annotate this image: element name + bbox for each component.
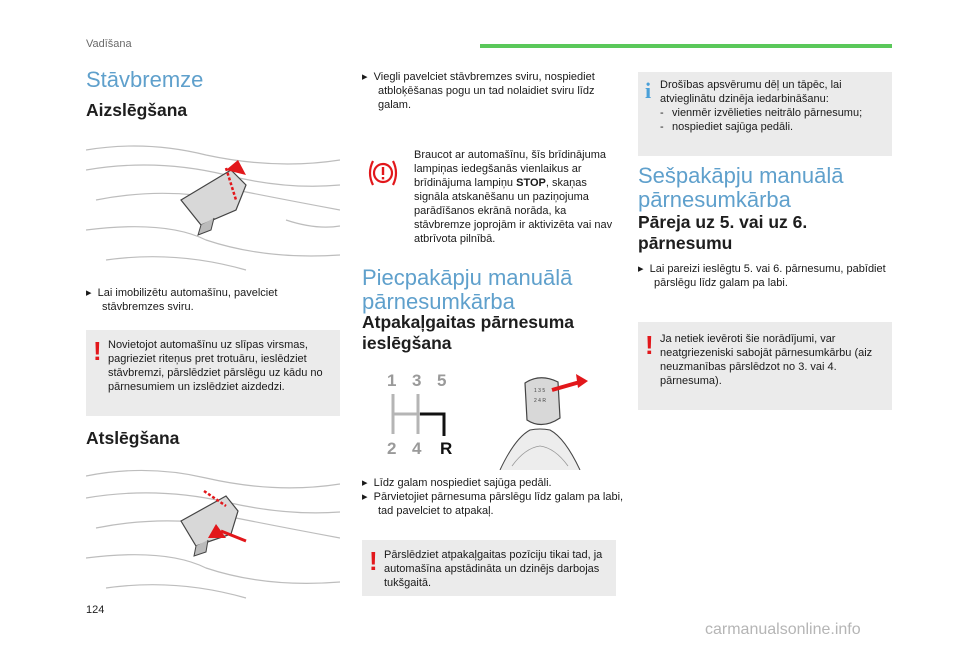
section-header: Vadīšana [86, 38, 132, 50]
watermark: carmanualsonline.info [705, 621, 861, 638]
gear-pattern-diagram: 1 3 5 2 4 R [387, 371, 452, 458]
bullet-clutch: ▸ Līdz galam nospiediet sajūga pedāli. [362, 477, 552, 489]
header-bar [480, 44, 892, 48]
gear-label: 1 [387, 371, 396, 390]
svg-text:1 3 5: 1 3 5 [534, 388, 545, 394]
info-item-text: nospiediet sajūga pedāli. [672, 121, 794, 133]
svg-text:2 4 R: 2 4 R [534, 398, 546, 404]
parking-brake-alert-text: Braucot ar automašīnu, šīs brīdinājuma l… [414, 148, 614, 246]
subtitle-release: Atslēgšana [86, 428, 180, 448]
warning-box-slope: ! Novietojot automašīnu uz slīpas virsma… [86, 330, 340, 416]
parking-brake-release-illustration [86, 469, 340, 599]
info-item-text: vienmēr izvēlieties neitrālo pārnesumu; [672, 107, 863, 119]
title-six-speed: Sešpakāpju manuālā pārnesumkārba [638, 163, 844, 212]
alert-text-pre: Braucot ar automašīnu, šīs brīdinājuma l… [414, 149, 606, 189]
gear-lever-illustration: 1 3 5 2 4 R [499, 374, 588, 470]
warning-icon: ! [93, 336, 102, 366]
warning-icon: ! [369, 546, 378, 576]
gear-label: 3 [412, 371, 421, 390]
title-parking-brake: Stāvbremze [86, 67, 204, 92]
bullet-fifth-sixth: ▸ Lai pareizi ieslēgtu 5. vai 6. pārnesu… [638, 263, 886, 289]
warning-slope-text: Novietojot automašīnu uz slīpas virsmas,… [108, 339, 323, 393]
alert-text-stop: STOP [516, 177, 546, 189]
bullet-clutch-text: Līdz galam nospiediet sajūga pedāli. [373, 477, 552, 489]
bullet-engage: ▸ Lai imobilizētu automašīnu, pavelciet … [86, 287, 278, 313]
warning-icon: ! [645, 330, 654, 360]
info-box-safety: i Drošības apsvērumu dēļ un tāpēc, lai a… [638, 72, 892, 156]
parking-brake-engage-illustration [86, 145, 340, 271]
gear-label-reverse: R [440, 439, 452, 458]
info-item: -nospiediet sajūga pedāli. [660, 121, 794, 133]
bullet-shift: ▸ Pārvietojiet pārnesuma pārslēgu līdz g… [362, 491, 624, 517]
bullet-fifth-sixth-text: Lai pareizi ieslēgtu 5. vai 6. pārnesumu… [649, 263, 886, 289]
gear-label: 4 [412, 439, 422, 458]
warning-reverse-text: Pārslēdziet atpakaļgaitas pozīciju tikai… [384, 549, 603, 589]
info-item: -vienmēr izvēlieties neitrālo pārnesumu; [660, 107, 863, 119]
warning-box-gearbox: ! Ja netiek ievēroti šie norādījumi, var… [638, 322, 892, 410]
subtitle-reverse: Atpakaļgaitas pārnesuma ieslēgšana [362, 312, 575, 353]
subtitle-engage: Aizslēgšana [86, 100, 188, 120]
bullet-release-text: Viegli pavelciet stāvbremzes sviru, nosp… [373, 71, 595, 111]
warning-lamp-icon [368, 160, 398, 186]
subtitle-fifth-sixth: Pāreja uz 5. vai uz 6. pārnesumu [638, 212, 808, 253]
info-text: Drošības apsvērumu dēļ un tāpēc, lai atv… [660, 79, 842, 105]
title-five-speed: Piecpakāpju manuālā pārnesumkārba [362, 265, 573, 314]
gear-label: 5 [437, 371, 446, 390]
warning-gearbox-text: Ja netiek ievēroti šie norādījumi, var n… [660, 333, 873, 387]
bullet-shift-text: Pārvietojiet pārnesuma pārslēgu līdz gal… [373, 491, 624, 517]
gear-label: 2 [387, 439, 396, 458]
info-icon: i [645, 78, 652, 103]
bullet-release: ▸ Viegli pavelciet stāvbremzes sviru, no… [362, 71, 595, 111]
page-number: 124 [86, 604, 105, 616]
alert-text-post: , skaņas signāla atskanēšanu un paziņoju… [414, 177, 613, 245]
warning-box-reverse: ! Pārslēdziet atpakaļgaitas pozīciju tik… [362, 540, 616, 596]
bullet-engage-text: Lai imobilizētu automašīnu, pavelciet st… [97, 287, 278, 313]
